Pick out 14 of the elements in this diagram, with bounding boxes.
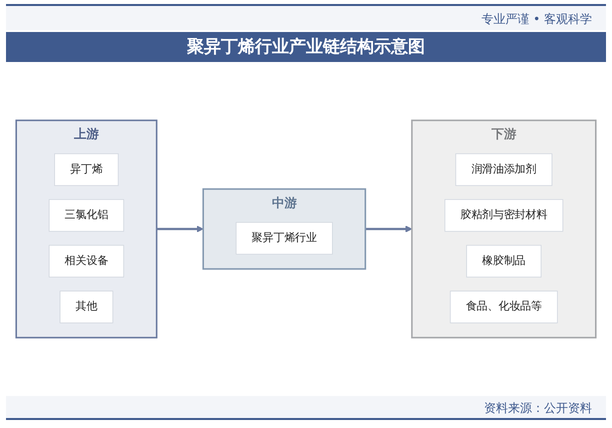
title-banner: 聚异丁烯行业产业链结构示意图 xyxy=(6,32,606,62)
arrow xyxy=(156,226,204,232)
node-box: 相关设备 xyxy=(48,244,124,278)
node-box: 胶粘剂与密封材料 xyxy=(444,199,564,232)
node-box: 其他 xyxy=(60,290,114,324)
arrow xyxy=(365,226,412,232)
node-box: 聚异丁烯行业 xyxy=(236,222,333,255)
node-box: 食品、化妆品等 xyxy=(450,290,558,324)
node-box: 三氯化铝 xyxy=(48,199,124,232)
source-note: 资料来源：公开资料 xyxy=(484,400,592,417)
node-box: 橡胶制品 xyxy=(466,244,542,278)
node-box: 异丁烯 xyxy=(54,153,119,186)
node-box: 润滑油添加剂 xyxy=(455,153,552,186)
slogan-text: 专业严谨 • 客观科学 xyxy=(481,11,592,28)
